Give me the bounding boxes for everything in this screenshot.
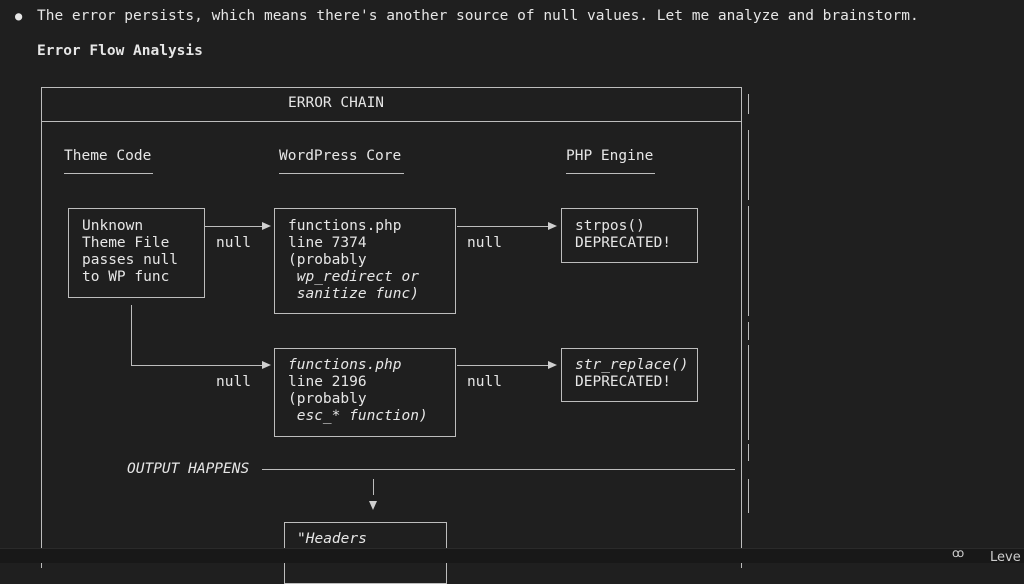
theme-box — [68, 208, 205, 298]
status-bar: ꝏ Leve — [0, 546, 1024, 565]
outer-frame — [41, 87, 742, 568]
box-line: str_replace() — [575, 357, 689, 373]
section-heading: Error Flow Analysis — [37, 43, 203, 59]
frame-edge — [748, 345, 749, 440]
box-line: passes null — [82, 252, 179, 268]
arrow-line — [131, 365, 263, 366]
output-label: OUTPUT HAPPENS — [127, 461, 250, 477]
box-line: DEPRECATED! — [575, 235, 672, 251]
output-line — [262, 469, 735, 470]
status-text: Leve — [990, 550, 1021, 565]
column-wordpress-core: WordPress Core — [279, 148, 402, 164]
arrow-right-icon — [548, 361, 557, 369]
edge-label: null — [216, 235, 251, 251]
frame-edge — [748, 479, 749, 513]
frame-edge — [748, 206, 749, 316]
frame-edge — [748, 130, 749, 200]
box-line: wp_redirect or — [288, 269, 419, 285]
message-text: The error persists, which means there's … — [37, 8, 919, 24]
core-box-2 — [274, 348, 456, 437]
box-line: line 2196 — [288, 374, 367, 390]
box-line: DEPRECATED! — [575, 374, 672, 390]
down-line — [373, 479, 374, 495]
box-line: Unknown — [82, 218, 144, 234]
box-line: functions.php — [288, 357, 402, 373]
arrow-line — [457, 226, 549, 227]
title-divider — [41, 121, 741, 122]
diagram-title: ERROR CHAIN — [288, 95, 385, 111]
box-line: esc_* function) — [288, 408, 428, 424]
branch-line — [131, 305, 132, 365]
frame-edge — [748, 444, 749, 461]
box-line: line 7374 — [288, 235, 367, 251]
underline — [279, 173, 404, 174]
arrow-right-icon — [548, 222, 557, 230]
core-box-1 — [274, 208, 456, 314]
box-line: Theme File — [82, 235, 170, 251]
edge-label: null — [216, 374, 251, 390]
column-theme-code: Theme Code — [64, 148, 152, 164]
arrow-line — [457, 365, 549, 366]
edge-label: null — [467, 374, 502, 390]
box-line: "Headers — [297, 531, 367, 547]
box-line: (probably — [288, 391, 367, 407]
php-box-2 — [561, 348, 698, 402]
bullet-icon: ● — [15, 9, 23, 23]
arrow-right-icon — [262, 222, 271, 230]
php-box-1 — [561, 208, 698, 263]
column-php-engine: PHP Engine — [566, 148, 654, 164]
box-line: functions.php — [288, 218, 402, 234]
agent-icon[interactable]: ꝏ — [952, 546, 965, 560]
box-line: to WP func — [82, 269, 170, 285]
frame-edge — [748, 94, 749, 114]
box-line: strpos() — [575, 218, 645, 234]
frame-edge — [748, 322, 749, 340]
underline — [566, 173, 655, 174]
arrow-down-icon — [369, 501, 377, 510]
box-line: (probably — [288, 252, 367, 268]
box-line: sanitize func) — [288, 286, 419, 302]
underline — [64, 173, 153, 174]
arrow-right-icon — [262, 361, 271, 369]
arrow-line — [205, 226, 263, 227]
edge-label: null — [467, 235, 502, 251]
